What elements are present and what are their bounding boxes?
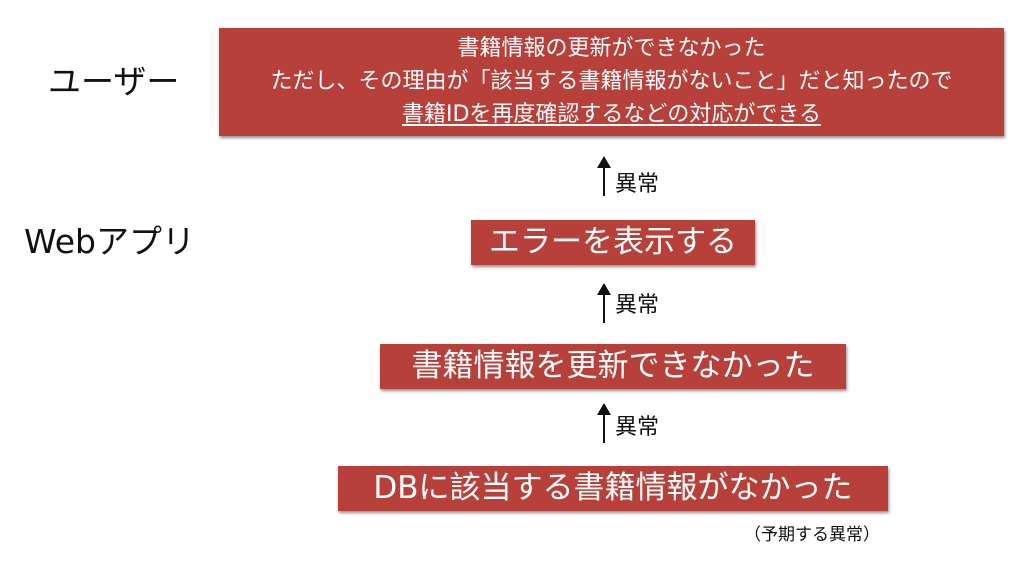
arrow-label-2: 異常 bbox=[615, 293, 660, 318]
user-outcome-box: 書籍情報の更新ができなかった ただし、その理由が「該当する書籍情報がないこと」だ… bbox=[219, 28, 1004, 136]
expected-exception-note: （予期する異常） bbox=[744, 525, 880, 545]
user-outcome-line-2: ただし、その理由が「該当する書籍情報がないこと」だと知ったので bbox=[270, 69, 953, 94]
arrow-up-icon-2 bbox=[597, 283, 611, 325]
arrow-label-3: 異常 bbox=[615, 415, 660, 440]
actor-label-webapp: Webアプリ bbox=[24, 222, 195, 261]
arrow-up-icon-1 bbox=[597, 156, 611, 198]
arrow-up-icon-3 bbox=[597, 403, 611, 445]
user-outcome-line-1: 書籍情報の更新ができなかった bbox=[457, 36, 766, 61]
user-outcome-line-3: 書籍IDを再度確認するなどの対応ができる bbox=[402, 102, 821, 127]
actor-label-user: ユーザー bbox=[48, 62, 180, 101]
update-failed-box: 書籍情報を更新できなかった bbox=[380, 344, 846, 389]
arrow-label-1: 異常 bbox=[615, 172, 660, 197]
db-not-found-box: DBに該当する書籍情報がなかった bbox=[338, 466, 888, 511]
show-error-box: エラーを表示する bbox=[471, 220, 755, 265]
